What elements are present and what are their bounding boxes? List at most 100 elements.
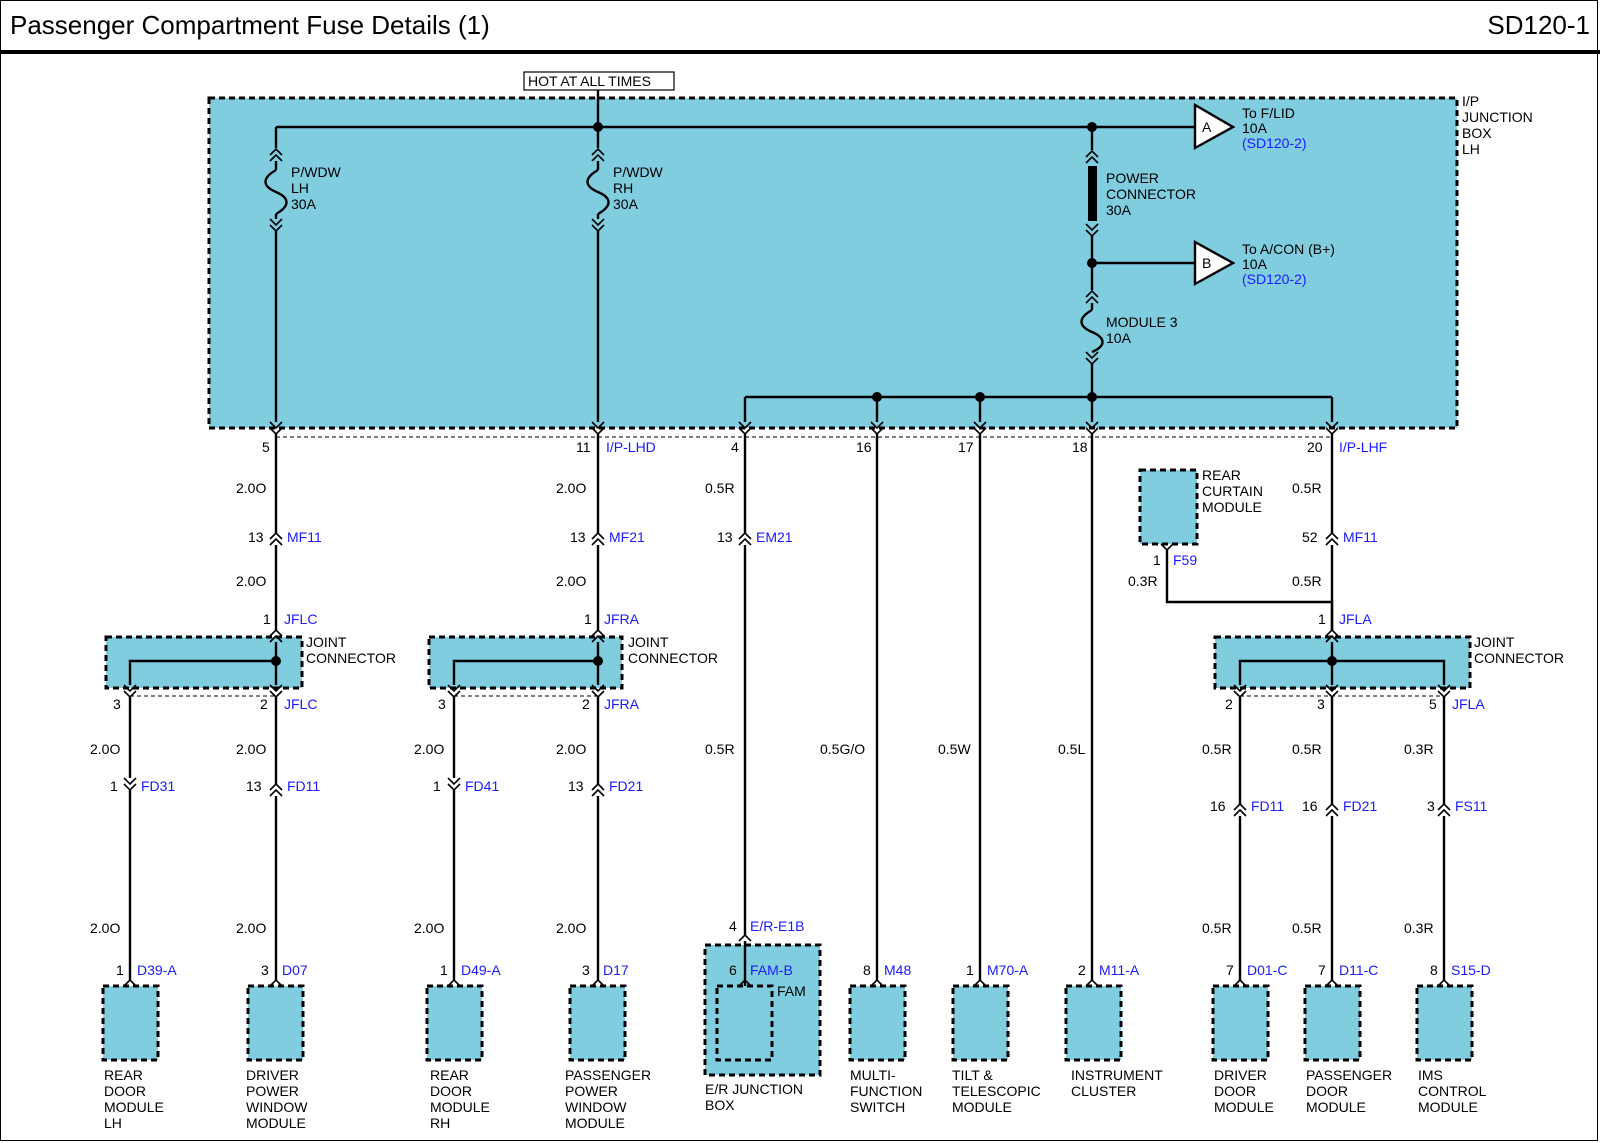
- connector-code[interactable]: M70-A: [987, 962, 1029, 978]
- joint-bus: [1238, 659, 1446, 685]
- wire-spec: 2.0O: [556, 573, 586, 589]
- connector-code[interactable]: JFLA: [1452, 696, 1485, 712]
- fuse-label: P/WDW: [291, 164, 342, 180]
- arrow-a: [1193, 102, 1236, 151]
- component-label: POWER: [565, 1083, 618, 1099]
- component-label: MODULE: [430, 1099, 490, 1115]
- connector-code[interactable]: EM21: [756, 529, 793, 545]
- component-label: TILT &: [952, 1067, 993, 1083]
- connector-code[interactable]: FD31: [141, 778, 175, 794]
- connector-code[interactable]: D39-A: [137, 962, 177, 978]
- wire-spec: 2.0O: [556, 920, 586, 936]
- connector-code[interactable]: JFRA: [604, 696, 640, 712]
- connector-code[interactable]: S15-D: [1451, 962, 1491, 978]
- wire-spec: 0.5R: [1292, 573, 1322, 589]
- component-terminal: [973, 978, 987, 987]
- component-label: FUNCTION: [850, 1083, 922, 1099]
- multi-function-switch: [848, 984, 907, 1062]
- driver-power-window-module: [246, 984, 305, 1062]
- connector-code[interactable]: MF21: [609, 529, 645, 545]
- connector-code[interactable]: FD21: [609, 778, 643, 794]
- connector-code[interactable]: FD11: [1251, 798, 1284, 814]
- ipjb-label-1: I/P: [1462, 93, 1479, 109]
- connector-code[interactable]: F59: [1173, 552, 1197, 568]
- fuse-terminal: [269, 147, 283, 162]
- pin-number: 8: [863, 962, 871, 978]
- connector-code[interactable]: I/P-LHD: [606, 439, 656, 455]
- connector-code[interactable]: D11-C: [1339, 962, 1378, 978]
- pin-number: 1: [110, 778, 118, 794]
- passenger-power-window-module: [568, 984, 627, 1062]
- connector-code[interactable]: I/P-LHF: [1339, 439, 1387, 455]
- arrow-b-amp: 10A: [1242, 256, 1268, 272]
- splice-dot: [1327, 656, 1337, 666]
- fuse-pwdw-lh: [264, 168, 288, 216]
- hot-at-all-times: HOT AT ALL TIMES: [528, 73, 651, 89]
- connector-code[interactable]: FD21: [1343, 798, 1377, 814]
- component-label: WINDOW: [565, 1099, 627, 1115]
- joint-connector-jflc: [104, 635, 304, 690]
- component-label: DOOR: [430, 1083, 472, 1099]
- component-label: DRIVER: [246, 1067, 299, 1083]
- header-rule: [0, 50, 1600, 54]
- component-label: DOOR: [1214, 1083, 1256, 1099]
- inline-connector: [591, 782, 605, 797]
- pin-number: 1: [1153, 552, 1161, 568]
- connector-code[interactable]: JFLC: [284, 611, 317, 627]
- connector-code[interactable]: FD41: [465, 778, 499, 794]
- connector-code[interactable]: D49-A: [461, 962, 501, 978]
- connector-code[interactable]: E/R-E1B: [750, 918, 804, 934]
- joint-bus: [452, 659, 598, 685]
- fuse-terminal: [1085, 149, 1099, 164]
- wire-spec: 0.5G/O: [820, 741, 865, 757]
- wire-spec: 0.3R: [1128, 573, 1158, 589]
- joint-label: JOINT: [306, 634, 347, 650]
- connector-code[interactable]: MF11: [287, 529, 322, 545]
- pin-number: 13: [717, 529, 733, 545]
- component-terminal: [1233, 978, 1247, 987]
- rear-door-module-rh: [425, 984, 484, 1062]
- wire-spec: 2.0O: [236, 741, 266, 757]
- component-terminal: [1085, 978, 1099, 987]
- pin-number: 13: [570, 529, 586, 545]
- wire-spec: 0.5W: [938, 741, 971, 757]
- connector-code[interactable]: FS11: [1455, 798, 1488, 814]
- fuse-module3: [1080, 308, 1104, 354]
- connector-code[interactable]: JFRA: [604, 611, 640, 627]
- pin-number: 13: [248, 529, 264, 545]
- connector-code[interactable]: D07: [282, 962, 308, 978]
- inline-connector: [123, 777, 137, 792]
- fam-label: FAM: [777, 983, 806, 999]
- component-label: MODULE: [1306, 1099, 1366, 1115]
- arrow-a-amp: 10A: [1242, 120, 1268, 136]
- connector-code[interactable]: M11-A: [1099, 962, 1140, 978]
- connector-code[interactable]: JFLC: [284, 696, 317, 712]
- wire-spec: 2.0O: [414, 741, 444, 757]
- component-terminal: [447, 978, 461, 987]
- arrow-a-ref[interactable]: (SD120-2): [1242, 135, 1307, 151]
- wire-spec: 2.0O: [90, 741, 120, 757]
- fuse-label: P/WDW: [613, 164, 664, 180]
- connector-code[interactable]: FD11: [287, 778, 320, 794]
- component-label: MODULE: [565, 1115, 625, 1131]
- wire-spec: 2.0O: [236, 920, 266, 936]
- pin-number: 1: [116, 962, 124, 978]
- arrow-b-ref[interactable]: (SD120-2): [1242, 271, 1307, 287]
- fuse-label: CONNECTOR: [1106, 186, 1196, 202]
- component-label: RH: [430, 1115, 450, 1131]
- connector-code[interactable]: D01-C: [1247, 962, 1287, 978]
- pin-number: 20: [1307, 439, 1323, 455]
- connector-code[interactable]: JFLA: [1339, 611, 1372, 627]
- wire-spec: 2.0O: [236, 573, 266, 589]
- diagram-code: SD120-1: [1487, 10, 1590, 40]
- splice-dot: [271, 656, 281, 666]
- pin-number: 3: [1427, 798, 1435, 814]
- connector-code[interactable]: FAM-B: [750, 962, 793, 978]
- driver-door-module: [1211, 984, 1270, 1062]
- connector-code[interactable]: D17: [603, 962, 629, 978]
- ipjb-label-3: BOX: [1462, 125, 1492, 141]
- connector-code[interactable]: M48: [884, 962, 911, 978]
- connector-code[interactable]: MF11: [1343, 529, 1378, 545]
- component-label: SWITCH: [850, 1099, 905, 1115]
